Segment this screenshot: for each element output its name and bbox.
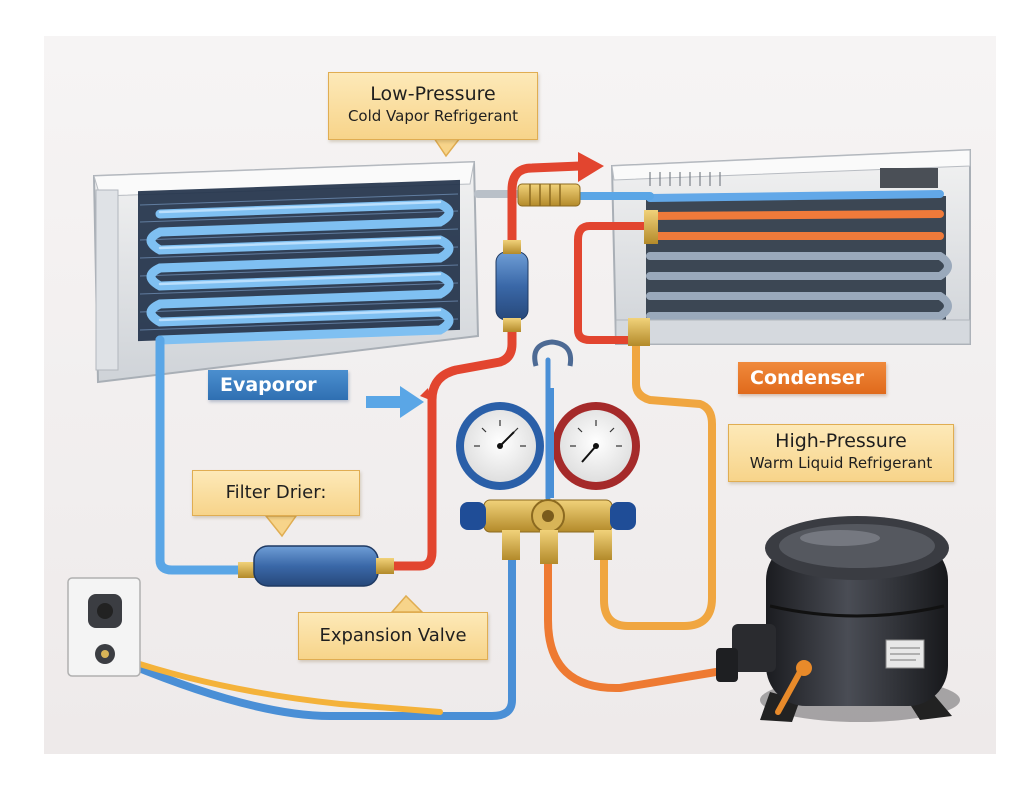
wall-outlet-icon xyxy=(67,577,141,677)
filter-drier-pointer xyxy=(264,515,298,538)
evaporator-coil xyxy=(146,199,454,345)
expansion-valve-callout: Expansion Valve xyxy=(298,612,488,660)
low-pressure-callout: Low-Pressure Cold Vapor Refrigerant xyxy=(328,72,538,140)
low-pressure-subtitle: Cold Vapor Refrigerant xyxy=(347,107,519,125)
sight-glass xyxy=(495,240,529,332)
flow-arrow-icon xyxy=(578,152,604,182)
cold-line-evaporator xyxy=(155,335,257,575)
high-side-knob xyxy=(610,502,636,530)
compressor xyxy=(716,516,960,722)
filter-drier-component xyxy=(238,545,394,587)
condenser-unit xyxy=(610,148,971,345)
evaporator-label: Evaporor xyxy=(208,370,348,400)
evaporator-unit xyxy=(92,160,480,384)
high-pressure-subtitle: Warm Liquid Refrigerant xyxy=(749,454,933,472)
low-side-knob xyxy=(460,502,486,530)
flow-arrow-icon xyxy=(366,386,424,418)
high-pressure-title: High-Pressure xyxy=(775,430,907,452)
warm-line-compressor xyxy=(544,556,720,693)
filter-drier-label: Filter Drier: xyxy=(225,482,327,503)
hot-line xyxy=(387,161,585,571)
filter-drier-callout: Filter Drier: xyxy=(192,470,360,516)
manifold-gauge-set xyxy=(456,388,640,564)
manifold-hook xyxy=(532,339,574,367)
condenser-coil xyxy=(646,190,952,320)
expansion-valve-label: Expansion Valve xyxy=(319,625,467,646)
warm-line-manifold xyxy=(600,336,716,630)
high-pressure-callout: High-Pressure Warm Liquid Refrigerant xyxy=(728,424,954,482)
service-hose-blue xyxy=(106,552,516,720)
brass-fittings xyxy=(517,183,658,346)
condenser-label: Condenser xyxy=(738,362,886,394)
low-pressure-title: Low-Pressure xyxy=(370,83,496,105)
